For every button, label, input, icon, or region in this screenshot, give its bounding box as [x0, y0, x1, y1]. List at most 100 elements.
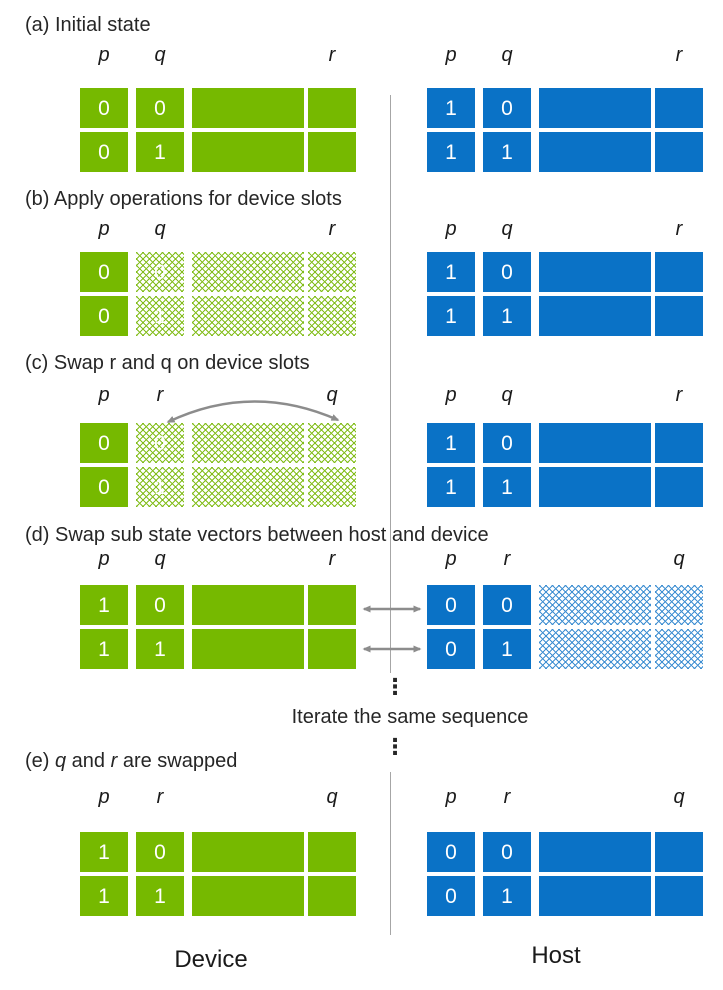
column-label: q	[673, 786, 685, 808]
state-cell: 1	[427, 467, 475, 507]
host-state-grid-a: 1 0 1 1	[427, 88, 703, 176]
subvector-bar	[192, 832, 304, 872]
subvector-tail	[655, 252, 703, 292]
subvector-bar-hatched	[192, 296, 304, 336]
subvector-tail	[655, 467, 703, 507]
subvector-bar	[192, 585, 304, 625]
host-state-grid-d: 0 0 0 1	[427, 585, 703, 673]
state-cell-hatched: 1	[136, 467, 184, 507]
state-cell: 1	[483, 467, 531, 507]
subvector-bar-hatched	[539, 585, 651, 625]
state-cell: 0	[136, 88, 184, 128]
column-label: p	[98, 548, 110, 570]
column-label: p	[445, 548, 457, 570]
subvector-tail-hatched	[308, 252, 356, 292]
state-row: 0 0	[80, 423, 356, 463]
state-cell: 1	[427, 132, 475, 172]
subvector-bar-hatched	[192, 423, 304, 463]
column-label: r	[675, 218, 683, 240]
state-cell: 1	[427, 88, 475, 128]
state-cell: 0	[136, 585, 184, 625]
subvector-tail	[308, 629, 356, 669]
horizontal-swap-arrow-icon	[362, 645, 422, 653]
state-cell-hatched: 0	[136, 252, 184, 292]
state-cell: 1	[80, 585, 128, 625]
subvector-bar	[539, 876, 651, 916]
state-cell: 0	[136, 832, 184, 872]
subvector-bar	[539, 132, 651, 172]
host-column-labels-d: p r q	[427, 548, 703, 571]
device-state-grid-e: 1 0 1 1	[80, 832, 356, 920]
state-row: 1 0	[80, 832, 356, 872]
host-state-grid-e: 0 0 0 1	[427, 832, 703, 920]
column-label: p	[98, 384, 110, 406]
host-state-grid-b: 1 0 1 1	[427, 252, 703, 340]
state-cell: 0	[80, 88, 128, 128]
column-label: p	[445, 44, 457, 66]
column-label: p	[98, 44, 110, 66]
subvector-tail	[655, 876, 703, 916]
column-label: q	[326, 384, 338, 406]
device-host-divider-line	[390, 772, 391, 935]
column-label: q	[501, 384, 513, 406]
subvector-bar-hatched	[192, 467, 304, 507]
subvector-tail	[655, 296, 703, 336]
state-cell: 0	[427, 876, 475, 916]
column-label: q	[673, 548, 685, 570]
column-label: q	[154, 548, 166, 570]
state-cell: 1	[427, 423, 475, 463]
state-cell: 1	[80, 876, 128, 916]
subvector-bar	[539, 832, 651, 872]
state-cell: 0	[80, 296, 128, 336]
column-label: p	[445, 384, 457, 406]
section-c-title: (c) Swap r and q on device slots	[25, 352, 310, 374]
state-cell: 1	[483, 296, 531, 336]
state-cell: 0	[427, 629, 475, 669]
state-row: 1 0	[427, 423, 703, 463]
curved-swap-arrow-icon	[166, 400, 340, 424]
subvector-bar	[192, 132, 304, 172]
state-cell: 0	[427, 585, 475, 625]
state-row: 0 0	[427, 585, 703, 625]
state-row: 0 0	[80, 252, 356, 292]
state-cell-hatched: 0	[136, 423, 184, 463]
section-e-title: (e) q and r are swapped	[25, 750, 238, 772]
subvector-tail-hatched	[655, 629, 703, 669]
state-row: 1 1	[427, 132, 703, 172]
column-label: q	[154, 218, 166, 240]
state-row: 0 0	[80, 88, 356, 128]
column-label: q	[501, 218, 513, 240]
section-a-title: (a) Initial state	[25, 14, 151, 36]
state-cell: 0	[483, 252, 531, 292]
subvector-tail	[308, 585, 356, 625]
state-cell: 1	[427, 296, 475, 336]
device-state-grid-b: 0 0 0 1	[80, 252, 356, 340]
state-row: 1 1	[427, 296, 703, 336]
state-row: 1 0	[80, 585, 356, 625]
state-cell: 0	[80, 252, 128, 292]
vertical-ellipsis: ⋮	[384, 734, 406, 759]
subvector-tail	[655, 88, 703, 128]
column-label: p	[445, 218, 457, 240]
state-cell: 1	[136, 629, 184, 669]
state-cell: 0	[80, 467, 128, 507]
device-footer-label: Device	[174, 946, 248, 973]
device-state-grid-a: 0 0 0 1	[80, 88, 356, 176]
state-row: 0 1	[80, 296, 356, 336]
subvector-tail	[308, 876, 356, 916]
state-cell: 1	[136, 132, 184, 172]
host-column-labels-a: p q r	[427, 44, 703, 67]
subvector-bar	[192, 876, 304, 916]
state-cell: 0	[483, 832, 531, 872]
subvector-tail-hatched	[308, 467, 356, 507]
state-row: 0 1	[427, 876, 703, 916]
state-cell-hatched: 1	[136, 296, 184, 336]
column-label: q	[326, 786, 338, 808]
state-cell: 1	[80, 629, 128, 669]
state-cell: 1	[483, 132, 531, 172]
state-cell: 0	[483, 88, 531, 128]
device-column-labels-d: p q r	[80, 548, 356, 571]
subvector-bar	[539, 88, 651, 128]
device-column-labels-a: p q r	[80, 44, 356, 67]
